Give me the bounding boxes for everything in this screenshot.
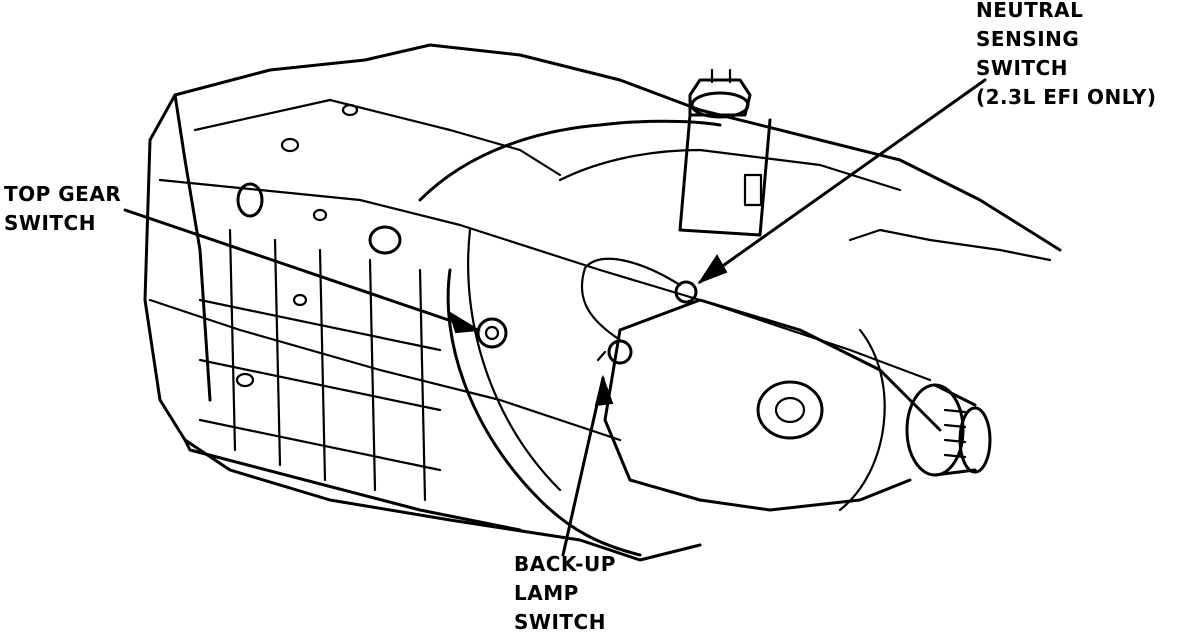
neutral-sensing-switch-part — [674, 280, 698, 304]
output-shaft — [905, 383, 992, 477]
top-gear-switch-part — [476, 317, 508, 349]
label-line: SWITCH — [514, 610, 606, 634]
label-line: LAMP — [514, 581, 579, 605]
center-case — [418, 119, 902, 557]
tail-housing — [603, 228, 1052, 512]
backup-lamp-switch-label: BACK-UP LAMP SWITCH — [514, 550, 616, 637]
label-line: NEUTRAL — [976, 0, 1084, 22]
label-line: BACK-UP — [514, 552, 616, 576]
label-line: TOP GEAR — [4, 182, 122, 206]
case-ribs — [198, 228, 442, 502]
label-line: (2.3L EFI ONLY) — [976, 85, 1157, 109]
leader-backup-lamp — [561, 374, 614, 557]
top-gear-switch-label: TOP GEAR SWITCH — [4, 180, 121, 238]
transmission-case — [143, 43, 1062, 562]
label-line: SWITCH — [4, 211, 96, 235]
leader-neutral-sensing — [697, 78, 987, 285]
wiring-harness — [580, 257, 886, 512]
leader-top-gear — [123, 208, 482, 334]
neutral-sensing-switch-label: NEUTRAL SENSING SWITCH (2.3L EFI ONLY) — [976, 0, 1157, 112]
bolt-holes — [235, 103, 402, 388]
label-line: SENSING — [976, 27, 1080, 51]
label-line: SWITCH — [976, 56, 1068, 80]
shift-tower — [678, 68, 772, 237]
